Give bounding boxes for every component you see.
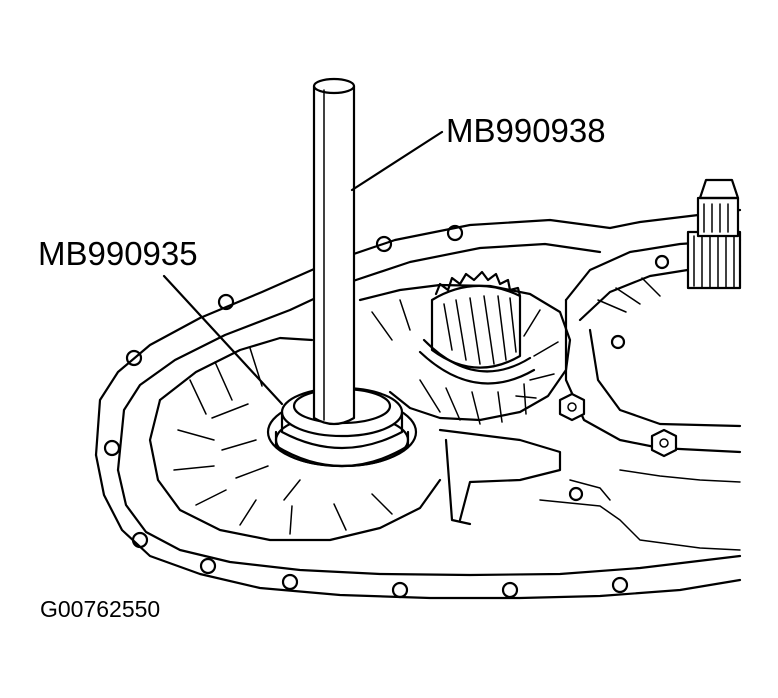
bolt-icon [558, 392, 586, 422]
callout-mb990935: MB990935 [38, 235, 198, 272]
handle-bar-mb990938 [312, 77, 356, 426]
bolt-icon [650, 428, 678, 458]
leader-line-mb990935 [162, 274, 284, 406]
callout-mb990938: MB990938 [446, 112, 606, 149]
installer-disc-mb990935 [266, 386, 418, 468]
gear-housing [358, 270, 572, 425]
output-shaft-assembly [558, 178, 742, 458]
leader-line-mb990938 [350, 130, 444, 192]
figure-id: G00762550 [40, 596, 161, 622]
transmission-case-outline [94, 208, 742, 600]
left-bore-housing [148, 336, 442, 542]
bracket-plate [438, 428, 741, 551]
